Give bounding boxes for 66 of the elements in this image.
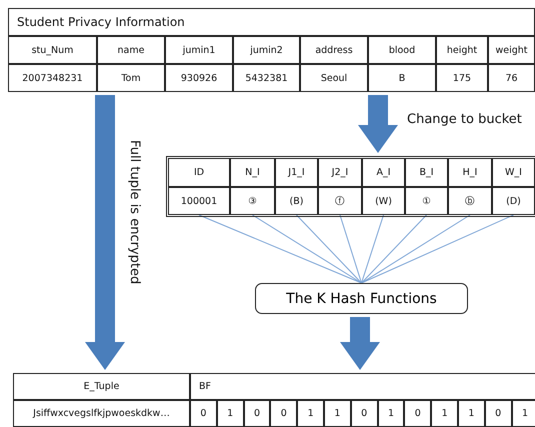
table-cell: stu_Num	[8, 36, 97, 64]
connector-line	[252, 214, 362, 284]
data-table	[13, 373, 535, 427]
table-cell: 1	[378, 400, 404, 427]
table-cell: 0	[350, 400, 378, 427]
connector-line	[361, 214, 514, 284]
arrow	[85, 95, 125, 370]
table-cell: ⓕ	[318, 187, 362, 215]
table-cell: 2007348231	[8, 64, 97, 92]
table-cell: J2_I	[318, 158, 362, 187]
table-cell: 1	[458, 400, 485, 427]
connector-line	[361, 214, 427, 284]
table-cell: 0	[190, 400, 217, 427]
connector-line	[361, 214, 470, 284]
table-cell: J1_I	[275, 158, 318, 187]
table-cell: (B)	[275, 187, 318, 215]
table-cell: 1	[324, 400, 351, 427]
table-cell: 930926	[165, 64, 233, 92]
table-cell: 0	[404, 400, 432, 427]
connector-line	[361, 214, 384, 284]
table-cell: blood	[368, 36, 436, 64]
table-cell: 1	[431, 400, 458, 427]
edge-label: Change to bucket	[407, 112, 522, 127]
column-header: BF	[190, 373, 535, 400]
table-cell: 0	[270, 400, 298, 427]
arrow	[340, 317, 380, 370]
table-cell: ③	[230, 187, 275, 215]
connector-line	[296, 214, 362, 284]
table-cell: 5432381	[233, 64, 300, 92]
table-cell: height	[436, 36, 488, 64]
table-cell: 1	[512, 400, 535, 427]
data-table	[8, 8, 535, 92]
table-cell: Tom	[97, 64, 165, 92]
table-cell: 100001	[168, 187, 230, 215]
table-cell: Jsiffwxcvegslfkjpwoeskdkw…	[13, 400, 190, 427]
table-cell: 0	[484, 400, 512, 427]
table-title: Student Privacy Information	[8, 8, 535, 36]
connector-line	[198, 214, 362, 284]
table-cell: 1	[297, 400, 324, 427]
table-cell: name	[97, 36, 165, 64]
table-cell: (D)	[492, 187, 535, 215]
table-cell: weight	[488, 36, 535, 64]
table-cell: ①	[405, 187, 448, 215]
table-cell: B	[368, 64, 436, 92]
table-cell: W_I	[492, 158, 535, 187]
table-cell: ID	[168, 158, 230, 187]
edge-label: Full tuple is encrypted	[127, 140, 142, 284]
table-cell: B_I	[405, 158, 448, 187]
table-cell: 175	[436, 64, 488, 92]
table-cell: ⓑ	[448, 187, 492, 215]
table-cell: 0	[244, 400, 270, 427]
table-cell: A_I	[362, 158, 405, 187]
table-cell: N_I	[230, 158, 275, 187]
table-cell: E_Tuple	[13, 373, 190, 400]
table-cell: address	[300, 36, 368, 64]
function-box: The K Hash Functions	[255, 283, 468, 314]
connector-line	[340, 214, 362, 284]
table-cell: jumin1	[165, 36, 233, 64]
table-cell: (W)	[362, 187, 405, 215]
table-cell: H_I	[448, 158, 492, 187]
data-table	[166, 156, 535, 217]
table-cell: jumin2	[233, 36, 300, 64]
table-cell: 76	[488, 64, 535, 92]
arrow	[358, 95, 398, 153]
table-cell: Seoul	[300, 64, 368, 92]
table-cell: 1	[216, 400, 244, 427]
